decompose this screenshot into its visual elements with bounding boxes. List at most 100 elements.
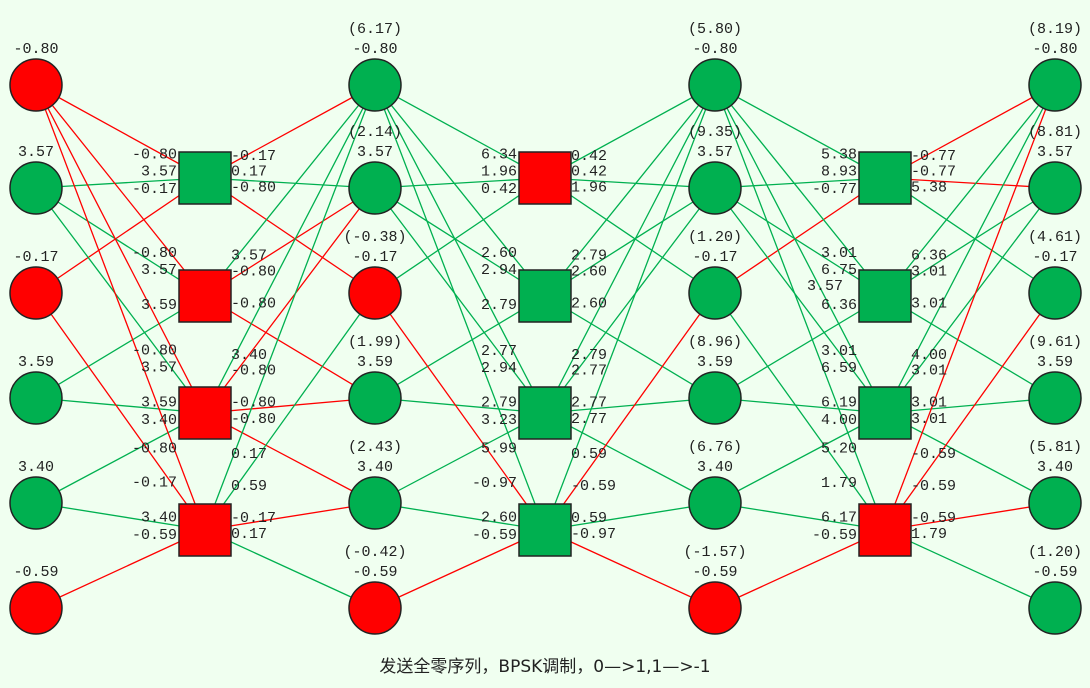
var-to-check-edge	[714, 292, 886, 531]
var-to-check-edge	[374, 502, 546, 531]
variable-node	[9, 476, 63, 530]
channel-llr-label: -0.59	[1032, 564, 1077, 581]
var-to-check-edge	[714, 187, 886, 297]
var-to-check-message: -0.17	[132, 181, 177, 198]
check-to-var-message: -0.17	[231, 510, 276, 527]
check-to-var-message: -0.59	[911, 510, 956, 527]
edges-layer	[35, 84, 1056, 609]
var-to-check-message: 2.79	[481, 395, 517, 412]
var-to-check-message: 3.40	[141, 412, 177, 429]
check-node	[518, 503, 572, 557]
var-to-check-edge	[35, 397, 206, 414]
var-to-check-edge	[374, 187, 546, 297]
check-to-var-message: -0.80	[231, 395, 276, 412]
var-to-check-edge	[35, 292, 206, 531]
check-to-var-message: 6.36	[911, 248, 947, 265]
check-to-var-edge	[204, 187, 376, 297]
channel-llr-label: 3.40	[357, 459, 393, 476]
stray-message-label: 3.57	[807, 278, 843, 295]
variable-node	[348, 266, 402, 320]
channel-llr-label: 3.59	[357, 354, 393, 371]
channel-llr-label: 3.57	[1037, 144, 1073, 161]
variable-node	[348, 371, 402, 425]
check-node	[518, 151, 572, 205]
var-to-check-message: 4.00	[821, 412, 857, 429]
var-to-check-edge	[714, 412, 886, 504]
check-to-var-edge	[544, 502, 716, 531]
var-to-check-message: 2.79	[481, 297, 517, 314]
channel-llr-label: 3.40	[1037, 459, 1073, 476]
check-to-var-message: -0.80	[231, 180, 276, 197]
channel-llr-label: 3.57	[697, 144, 733, 161]
check-to-var-edge	[884, 502, 1056, 531]
check-to-var-message: -0.59	[911, 478, 956, 495]
check-to-var-message: 1.79	[911, 526, 947, 543]
var-to-check-message: 2.60	[481, 510, 517, 527]
variable-node	[9, 581, 63, 635]
check-to-var-edge	[204, 84, 376, 179]
var-to-check-message: 6.59	[821, 360, 857, 377]
check-to-var-message: 0.42	[571, 148, 607, 165]
channel-llr-label: -0.17	[352, 249, 397, 266]
variable-node	[9, 58, 63, 112]
total-llr-label: (8.81)	[1028, 124, 1082, 141]
check-node	[178, 503, 232, 557]
channel-llr-label: 3.40	[18, 459, 54, 476]
check-to-var-edge	[544, 295, 716, 399]
var-to-check-message: 2.60	[481, 245, 517, 262]
channel-llr-label: -0.80	[1032, 41, 1077, 58]
check-to-var-edge	[544, 529, 716, 609]
total-llr-label: (9.61)	[1028, 334, 1082, 351]
check-to-var-edge	[544, 292, 716, 531]
check-to-var-message: -0.59	[911, 446, 956, 463]
check-to-var-edge	[204, 529, 376, 609]
check-to-var-edge	[204, 295, 376, 399]
check-to-var-message: 2.79	[571, 347, 607, 364]
variable-node	[9, 371, 63, 425]
var-to-check-edge	[374, 84, 546, 414]
check-to-var-edge	[204, 502, 376, 531]
channel-llr-label: -0.59	[692, 564, 737, 581]
variable-node	[1028, 476, 1082, 530]
check-to-var-message: 0.17	[231, 526, 267, 543]
total-llr-label: (2.14)	[348, 124, 402, 141]
var-to-check-message: -0.80	[132, 147, 177, 164]
check-to-var-edge	[884, 187, 1056, 414]
total-llr-label: (6.17)	[348, 21, 402, 38]
var-to-check-edge	[714, 177, 886, 294]
check-to-var-message: 3.01	[911, 363, 947, 380]
check-to-var-message: 2.77	[571, 411, 607, 428]
check-to-var-edge	[884, 412, 1056, 504]
channel-llr-label: 3.59	[18, 354, 54, 371]
check-to-var-message: 2.77	[571, 395, 607, 412]
channel-llr-label: -0.59	[352, 564, 397, 581]
var-to-check-edge	[35, 502, 206, 531]
check-to-var-edge	[204, 412, 376, 504]
var-to-check-message: 5.99	[481, 441, 517, 458]
var-to-check-message: -0.59	[472, 527, 517, 544]
check-to-var-message: -0.77	[911, 148, 956, 165]
var-to-check-message: 6.36	[821, 297, 857, 314]
var-to-check-message: 3.57	[141, 164, 177, 181]
check-to-var-message: 4.00	[911, 347, 947, 364]
check-to-var-message: -0.77	[911, 164, 956, 181]
variable-node	[688, 371, 742, 425]
check-to-var-message: 3.40	[231, 347, 267, 364]
var-to-check-edge	[374, 529, 546, 609]
check-to-var-message: 2.77	[571, 363, 607, 380]
check-to-var-edge	[884, 84, 1056, 531]
check-to-var-message: -0.80	[231, 296, 276, 313]
check-to-var-message: 0.59	[571, 446, 607, 463]
var-to-check-message: 1.96	[481, 164, 517, 181]
check-to-var-edge	[544, 177, 716, 189]
check-to-var-edge	[204, 84, 376, 297]
var-to-check-edge	[374, 84, 546, 297]
var-to-check-edge	[35, 295, 206, 399]
var-to-check-edge	[35, 84, 206, 179]
var-to-check-message: 8.93	[821, 164, 857, 181]
channel-llr-label: -0.80	[692, 41, 737, 58]
check-node	[858, 151, 912, 205]
total-llr-label: (6.76)	[688, 439, 742, 456]
